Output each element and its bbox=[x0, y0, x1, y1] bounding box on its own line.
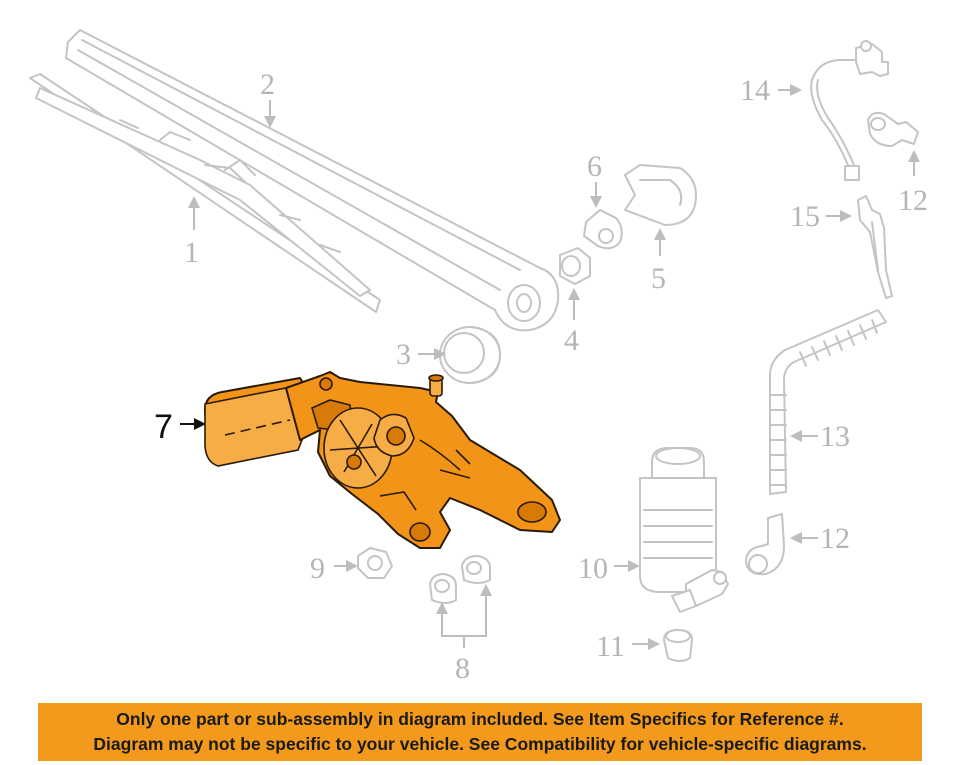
arrow-10 bbox=[614, 560, 640, 572]
cap-part-5 bbox=[624, 164, 697, 226]
arrow-6 bbox=[590, 182, 602, 208]
callout-6: 6 bbox=[587, 150, 602, 183]
callout-12-lower: 12 bbox=[820, 522, 850, 555]
arrow-13 bbox=[790, 430, 818, 442]
wiper-motor-part-7 bbox=[204, 371, 561, 549]
callout-10: 10 bbox=[578, 552, 608, 585]
washer-hose-part-14 bbox=[810, 40, 889, 181]
arrow-4 bbox=[568, 288, 580, 320]
callout-1: 1 bbox=[184, 236, 199, 269]
arrow-5 bbox=[654, 228, 666, 256]
callout-15: 15 bbox=[790, 200, 820, 233]
wiper-arm-part-2 bbox=[65, 29, 560, 332]
bushing-part-6 bbox=[583, 209, 623, 250]
disclaimer-banner: Only one part or sub-assembly in diagram… bbox=[38, 703, 922, 761]
nozzle-part-15 bbox=[857, 195, 893, 299]
washer-pump-part-10 bbox=[639, 447, 729, 613]
disclaimer-line-2: Diagram may not be specific to your vehi… bbox=[93, 734, 867, 754]
arrow-9 bbox=[334, 560, 358, 572]
callout-7: 7 bbox=[154, 408, 173, 446]
arrow-14 bbox=[778, 84, 802, 96]
callout-11: 11 bbox=[596, 630, 625, 663]
arrow-11 bbox=[632, 638, 660, 650]
callout-2: 2 bbox=[260, 68, 275, 101]
elbow-part-12-lower bbox=[745, 513, 785, 576]
arrow-12-lower bbox=[790, 532, 818, 544]
disclaimer-line-1: Only one part or sub-assembly in diagram… bbox=[116, 709, 844, 729]
nut-part-4 bbox=[559, 247, 591, 285]
callout-5: 5 bbox=[651, 262, 666, 295]
elbow-connector-part-12-upper bbox=[867, 111, 919, 147]
arrow-3 bbox=[418, 348, 446, 360]
arrow-1 bbox=[188, 196, 200, 230]
bushings-part-8 bbox=[429, 555, 491, 604]
callout-13: 13 bbox=[820, 420, 850, 453]
hose-part-13 bbox=[769, 309, 887, 495]
arrow-12-upper bbox=[908, 150, 920, 176]
grommet-part-11 bbox=[663, 629, 693, 662]
callout-9: 9 bbox=[310, 552, 325, 585]
arrow-8 bbox=[436, 584, 492, 648]
callout-12-upper: 12 bbox=[898, 184, 928, 217]
arrow-7 bbox=[180, 418, 206, 430]
grommet-part-3 bbox=[439, 326, 502, 384]
nut-part-9 bbox=[357, 547, 393, 579]
callout-8: 8 bbox=[455, 652, 470, 685]
wiper-blade-part-1 bbox=[29, 73, 381, 313]
callout-3: 3 bbox=[396, 338, 411, 371]
callout-14: 14 bbox=[740, 74, 770, 107]
callout-4: 4 bbox=[564, 324, 579, 357]
parts-diagram: 1 2 3 4 5 6 7 8 9 10 11 12 12 13 14 15 bbox=[29, 29, 928, 685]
arrow-15 bbox=[826, 210, 852, 222]
arrow-2 bbox=[264, 100, 276, 128]
